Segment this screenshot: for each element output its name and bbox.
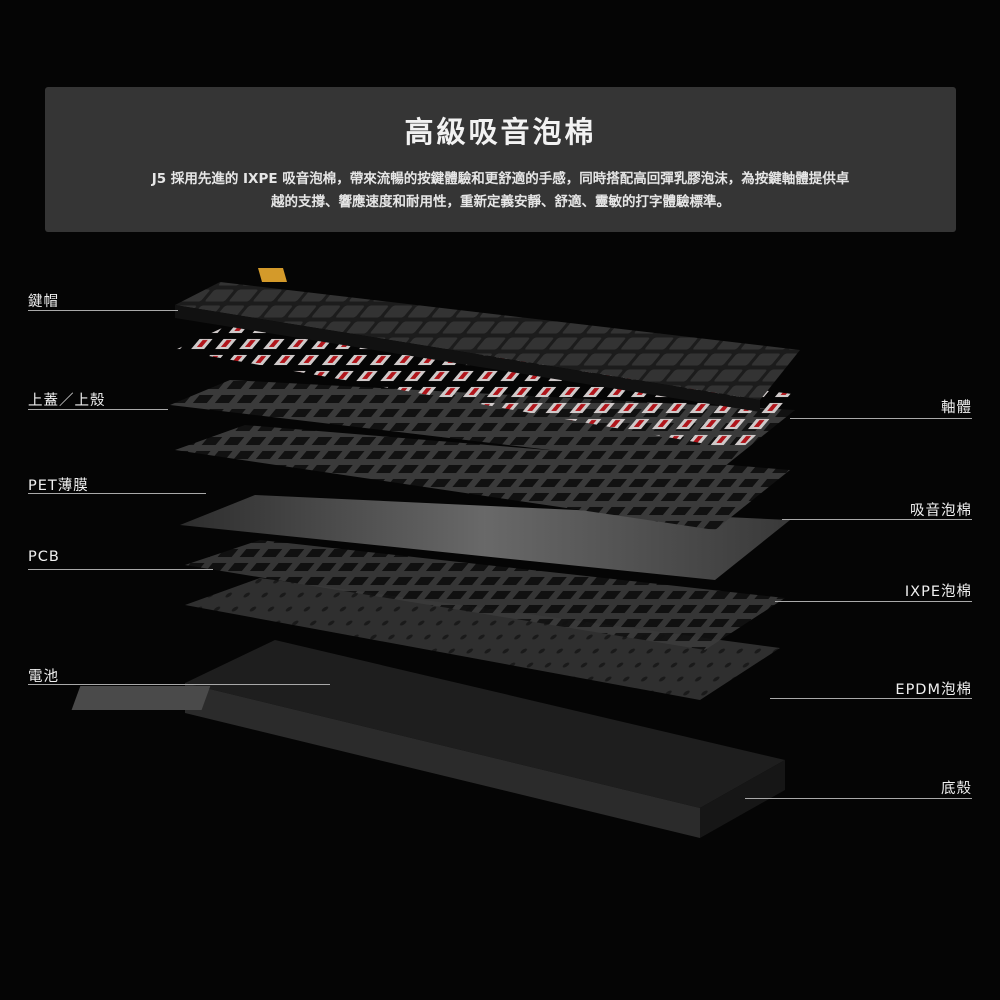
leader-line xyxy=(782,519,972,520)
info-banner: 高級吸音泡棉 J5 採用先進的 IXPE 吸音泡棉，帶來流暢的按鍵體驗和更舒適的… xyxy=(45,87,956,232)
leader-line xyxy=(28,684,330,685)
leader-line xyxy=(28,493,206,494)
label-sound-foam: 吸音泡棉 xyxy=(910,503,972,519)
label-battery: 電池 xyxy=(28,669,59,685)
leader-line xyxy=(770,698,972,699)
label-epdm-foam: EPDM泡棉 xyxy=(895,682,972,698)
banner-description: J5 採用先進的 IXPE 吸音泡棉，帶來流暢的按鍵體驗和更舒適的手感，同時搭配… xyxy=(151,171,850,210)
leader-line xyxy=(790,418,972,419)
label-switches: 軸體 xyxy=(941,400,972,416)
label-pet-film: PET薄膜 xyxy=(28,478,89,494)
label-keycaps: 鍵帽 xyxy=(28,294,59,310)
label-bottom-case: 底殼 xyxy=(941,781,972,797)
banner-title: 高級吸音泡棉 xyxy=(404,115,597,149)
leader-line xyxy=(28,409,168,410)
label-pcb: PCB xyxy=(28,549,60,565)
label-ixpe-foam: IXPE泡棉 xyxy=(904,584,972,600)
leader-line xyxy=(745,798,972,799)
leader-line xyxy=(775,601,972,602)
label-top-case: 上蓋／上殼 xyxy=(28,393,106,409)
leader-line xyxy=(28,310,178,311)
leader-line xyxy=(28,569,213,570)
